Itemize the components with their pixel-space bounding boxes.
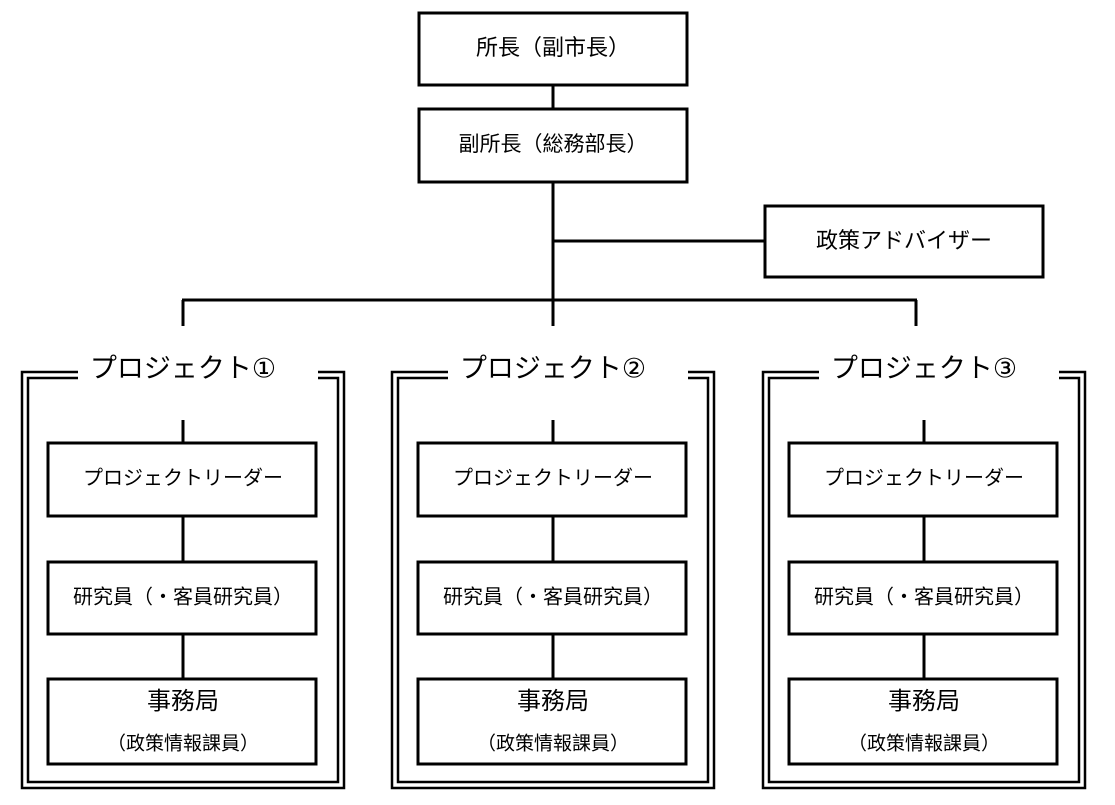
secretariat-label-1: 事務局	[147, 687, 219, 715]
advisor-box	[763, 204, 1045, 279]
deputy-label: 副所長（総務部長）	[459, 132, 648, 156]
project-frame-1	[20, 370, 346, 790]
leader-label-2: プロジェクトリーダー	[453, 466, 653, 490]
project-frame-inner-3	[767, 376, 1081, 784]
advisor-label: 政策アドバイザー	[816, 229, 992, 254]
researchers-box-1	[46, 560, 318, 636]
secretariat-box-2	[416, 677, 688, 766]
deputy-node: 副所長（総務部長）	[417, 107, 689, 184]
secretariat-sub-label-3: （政策情報課員）	[848, 733, 1000, 755]
secretariat-box-3	[787, 677, 1059, 766]
project-frame-outer-3	[761, 370, 1087, 790]
researchers-box-2	[416, 560, 688, 636]
researchers-label-1: 研究員（・客員研究員）	[73, 585, 293, 609]
director-node: 所長（副市長）	[417, 11, 689, 87]
project-frame-2	[390, 370, 716, 790]
connector-lines	[181, 85, 918, 326]
project-groups: プロジェクト①プロジェクトリーダー研究員（・客員研究員）事務局（政策情報課員）プ…	[20, 354, 1087, 790]
secretariat-box-1	[46, 677, 318, 766]
secretariat-label-3: 事務局	[888, 687, 960, 715]
project-frame-outer-1	[20, 370, 346, 790]
project-title-3: プロジェクト③	[831, 354, 1017, 385]
leader-box-2	[416, 441, 688, 518]
project-title-2: プロジェクト②	[460, 354, 646, 385]
project-title-1: プロジェクト①	[90, 354, 276, 385]
leader-box-3	[787, 441, 1059, 518]
researchers-label-2: 研究員（・客員研究員）	[443, 585, 663, 609]
leader-label-3: プロジェクトリーダー	[824, 466, 1024, 490]
director-label: 所長（副市長）	[476, 36, 630, 61]
project-frame-3	[761, 370, 1087, 790]
leader-box-1	[46, 441, 318, 518]
secretariat-sub-label-1: （政策情報課員）	[107, 733, 259, 755]
secretariat-sub-label-2: （政策情報課員）	[477, 733, 629, 755]
project-frame-outer-2	[390, 370, 716, 790]
researchers-label-3: 研究員（・客員研究員）	[814, 585, 1034, 609]
deputy-box	[417, 107, 689, 184]
researchers-box-3	[787, 560, 1059, 636]
secretariat-label-2: 事務局	[517, 687, 589, 715]
director-box	[417, 11, 689, 87]
leader-label-1: プロジェクトリーダー	[83, 466, 283, 490]
advisor-node: 政策アドバイザー	[763, 204, 1045, 279]
project-frame-inner-2	[396, 376, 710, 784]
project-frame-inner-1	[26, 376, 340, 784]
